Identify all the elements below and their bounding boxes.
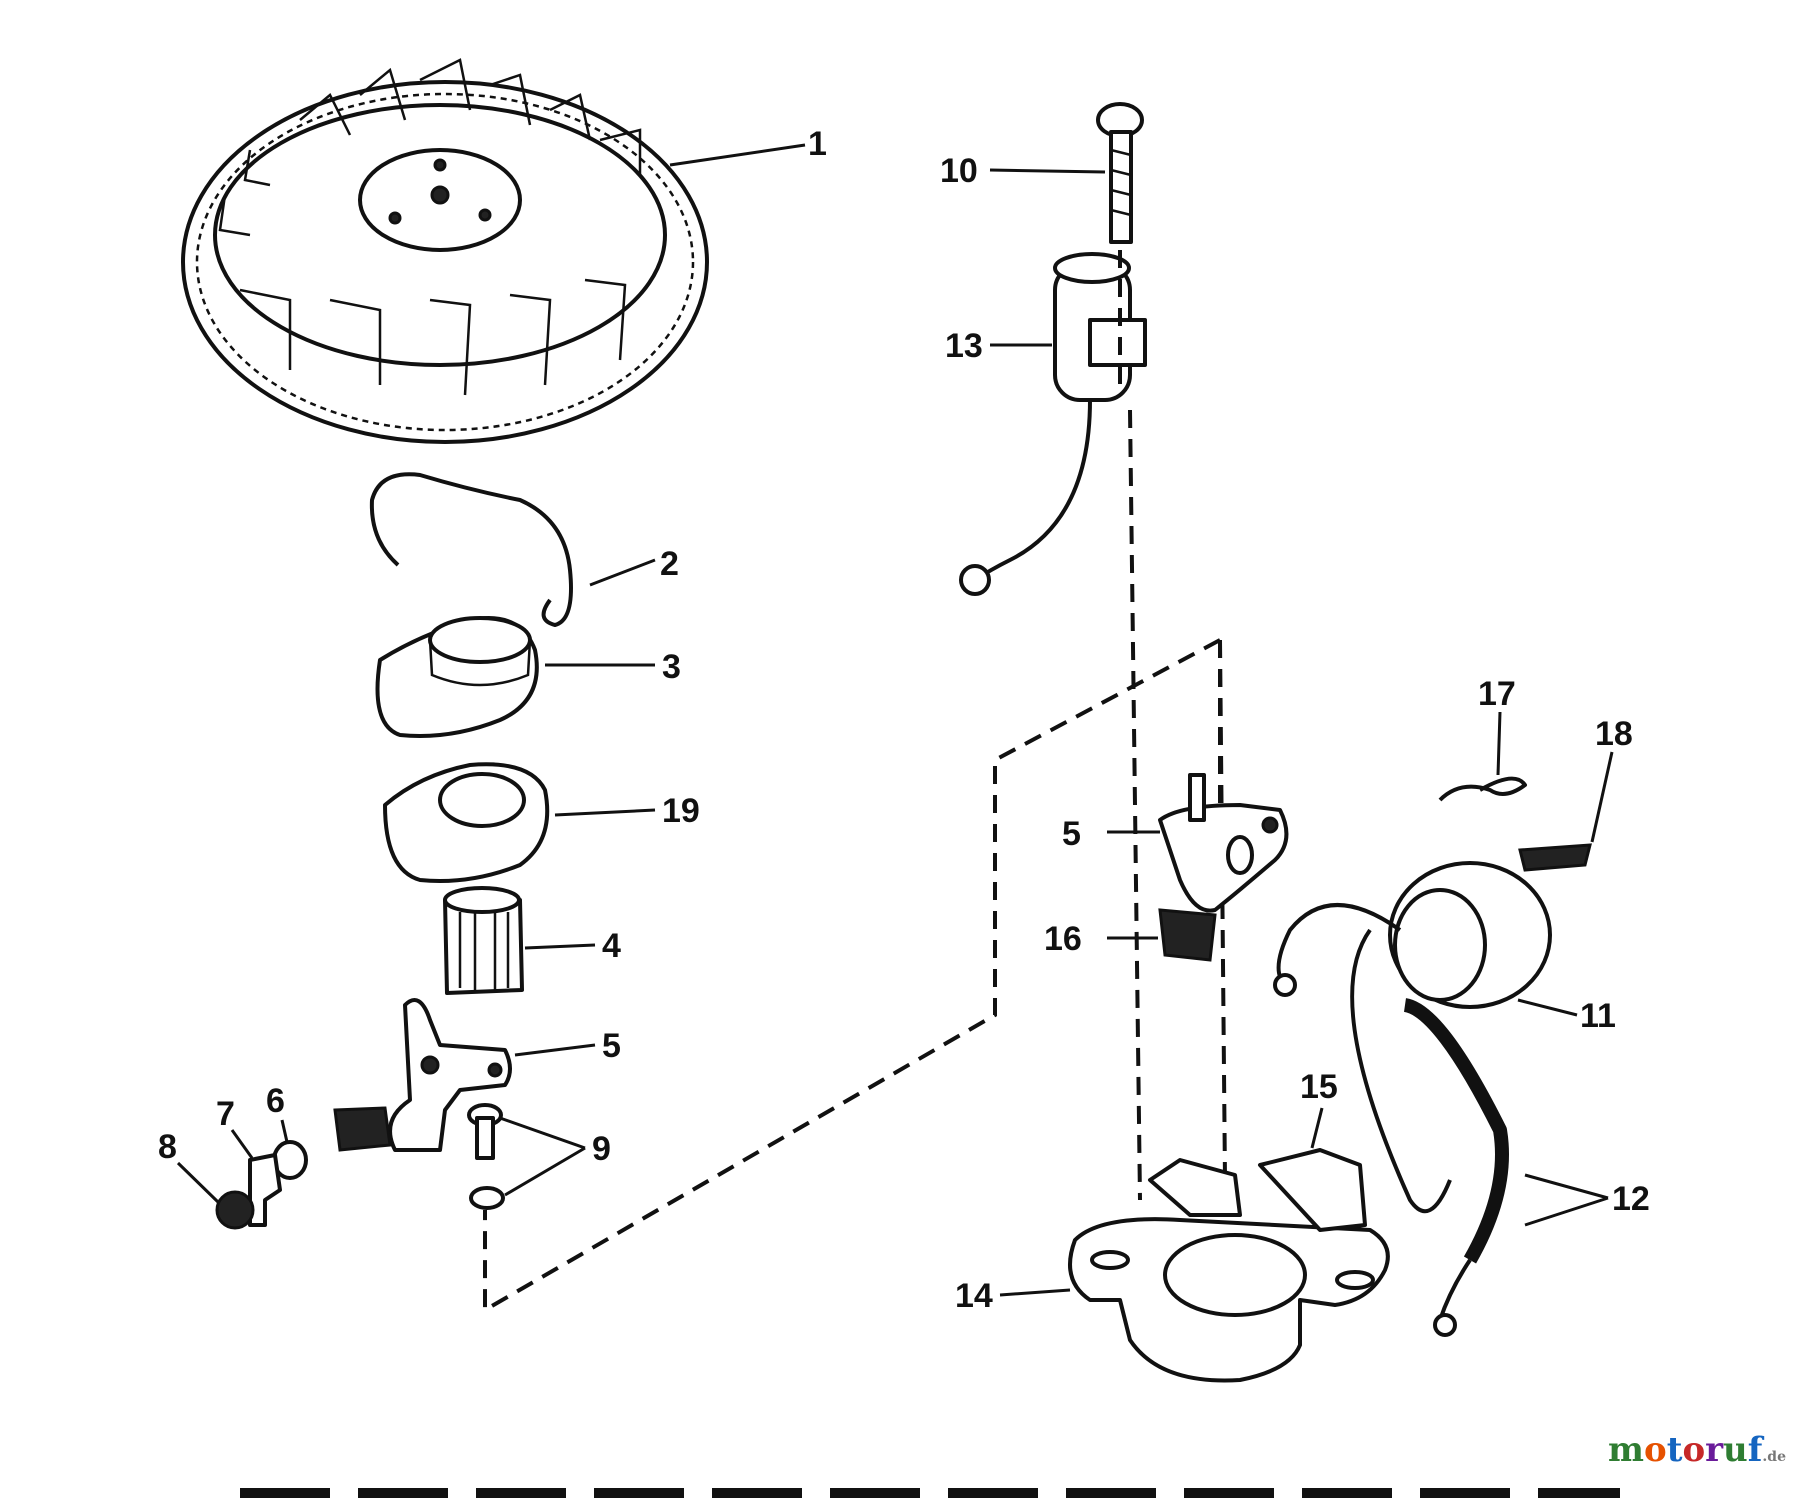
callout-13: 13 — [945, 327, 983, 365]
base-bracket — [1068, 1148, 1390, 1383]
callout-3: 3 — [662, 648, 681, 686]
felt-16 — [1158, 908, 1217, 962]
wm-letter: u — [1723, 1430, 1748, 1470]
callout-16: 16 — [1044, 920, 1082, 958]
breaker-plate — [1158, 773, 1289, 913]
washer-plate — [383, 762, 550, 883]
wm-letter: o — [1644, 1430, 1667, 1470]
nut-8 — [215, 1190, 255, 1230]
screw-9 — [467, 1103, 505, 1210]
bushing — [443, 886, 524, 995]
cam — [375, 616, 539, 738]
callout-5-left: 5 — [602, 1027, 621, 1065]
key-18 — [1518, 843, 1592, 872]
callout-10: 10 — [940, 152, 978, 190]
callout-6: 6 — [266, 1082, 285, 1120]
wires-12 — [1350, 928, 1509, 1337]
coil — [1273, 861, 1552, 1009]
callout-1: 1 — [808, 125, 827, 163]
wm-letter: m — [1608, 1430, 1645, 1470]
callout-5-right: 5 — [1062, 815, 1081, 853]
wm-letter: o — [1682, 1430, 1706, 1470]
spring — [369, 472, 573, 627]
breaker-arm — [333, 998, 512, 1152]
flywheel — [181, 58, 709, 444]
callout-18: 18 — [1595, 715, 1633, 753]
callout-4: 4 — [602, 927, 621, 965]
wm-letter: f — [1747, 1430, 1763, 1470]
watermark-logo: motoruf.de — [1608, 1430, 1786, 1470]
wm-letter: r — [1705, 1430, 1724, 1470]
callout-17: 17 — [1478, 675, 1516, 713]
wm-letter: t — [1666, 1430, 1683, 1470]
callout-labels: 1 2 3 19 4 5 6 7 8 9 10 13 5 16 17 18 11… — [158, 125, 1650, 1315]
callout-19: 19 — [662, 792, 700, 830]
bracket-7 — [248, 1153, 282, 1227]
callout-11: 11 — [1580, 997, 1616, 1035]
callout-9: 9 — [592, 1130, 611, 1168]
alignment-dashes — [483, 250, 1227, 1314]
leader-lines — [176, 143, 1614, 1297]
callout-12: 12 — [1612, 1180, 1650, 1218]
cropped-title-strip — [240, 1488, 1620, 1498]
condenser — [959, 252, 1147, 596]
clip-17 — [1438, 776, 1527, 802]
callout-7: 7 — [216, 1095, 235, 1133]
callout-14: 14 — [955, 1277, 993, 1315]
callout-15: 15 — [1300, 1068, 1338, 1106]
callout-2: 2 — [660, 545, 679, 583]
callout-8: 8 — [158, 1128, 177, 1166]
wm-suffix: .de — [1762, 1449, 1786, 1465]
screw-10 — [1096, 102, 1144, 244]
